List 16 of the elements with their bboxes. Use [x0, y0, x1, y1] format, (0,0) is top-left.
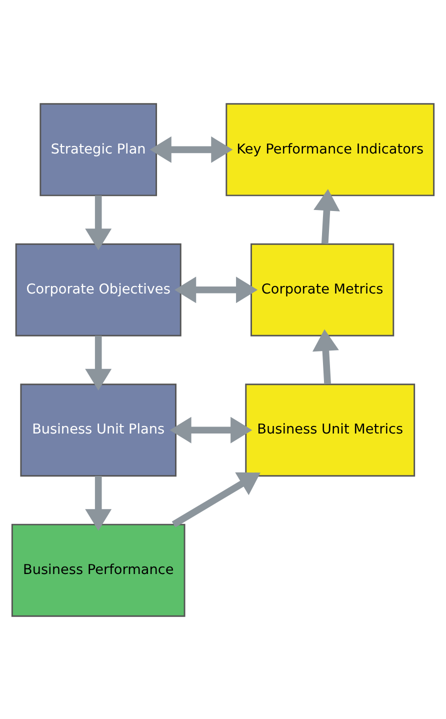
- arrow: [172, 472, 260, 527]
- arrow: [312, 328, 339, 384]
- arrow: [85, 195, 112, 250]
- arrow: [314, 188, 340, 244]
- node-box: Strategic Plan: [40, 102, 158, 196]
- arrow: [170, 416, 252, 443]
- node-box: Corporate Metrics: [250, 242, 394, 336]
- arrow: [85, 335, 112, 390]
- arrow: [85, 475, 112, 530]
- arrow: [150, 136, 233, 162]
- node-box: Business Performance: [11, 523, 186, 616]
- arrow: [174, 276, 258, 303]
- node-box: Business Unit Plans: [20, 383, 176, 476]
- node-box: Key Performance Indicators: [226, 102, 435, 196]
- node-box: Corporate Objectives: [15, 242, 182, 336]
- node-box: Business Unit Metrics: [245, 383, 416, 476]
